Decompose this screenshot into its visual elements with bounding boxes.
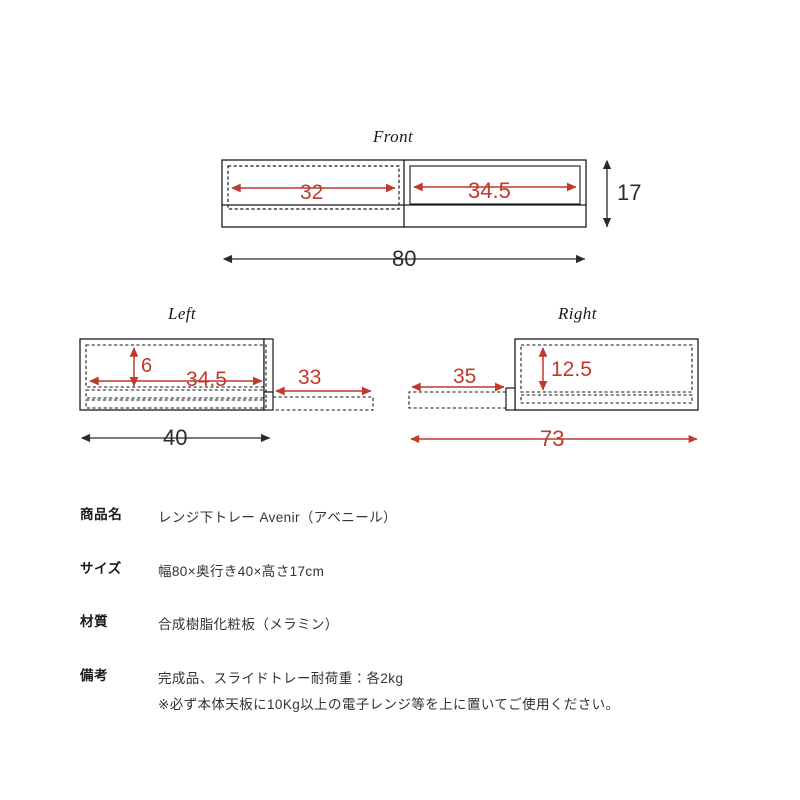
right-view-drawing (408, 338, 699, 444)
dimension-right-slide-extension: 35 (453, 365, 477, 388)
spec-row-label: 備考 (80, 667, 109, 683)
spec-row-value-line: レンジ下トレー Avenir（アベニール） (158, 510, 397, 525)
view-title-left: Left (168, 304, 197, 323)
spec-row-value: 完成品、スライドトレー耐荷重：各2kg ※必ず本体天板に10Kg以上の電子レンジ等… (158, 666, 720, 717)
spec-row-value-line: 合成樹脂化粧板（メラミン） (158, 617, 339, 633)
dimension-right-total-extended: 73 (540, 426, 565, 451)
technical-drawing (79, 159, 699, 444)
spec-row-value: 幅80×奥行き40×高さ17cm (158, 559, 720, 585)
spec-row-value-line: 幅80×奥行き40×高さ17cm (158, 563, 325, 579)
spec-row: 備考 完成品、スライドトレー耐荷重：各2kg ※必ず本体天板に10Kg以上の電子レン… (80, 666, 720, 717)
spec-row: サイズ 幅80×奥行き40×高さ17cm (80, 559, 720, 585)
dimension-left-inner-depth: 34.5 (186, 368, 227, 391)
view-title-front: Front (373, 127, 414, 146)
dimension-left-inner-height: 6 (141, 355, 153, 377)
spec-row-label: 材質 (80, 614, 109, 630)
spec-row-value: レンジ下トレー Avenir（アベニール） (158, 505, 720, 531)
dimension-right-inner-height: 12.5 (551, 358, 592, 381)
dimension-front-height: 17 (617, 180, 642, 205)
dimension-front-inner-left-width: 32 (300, 181, 324, 204)
dimension-left-total-depth: 40 (163, 425, 188, 450)
spec-row-value-line: ※必ず本体天板に10Kg以上の電子レンジ等を上に置いてご使用ください。 (158, 696, 620, 712)
dimension-left-slide-extension: 33 (298, 366, 322, 389)
dimension-front-total-width: 80 (392, 246, 417, 271)
specification-table: 商品名 レンジ下トレー Avenir（アベニール） サイズ 幅80×奥行き40×高さ1… (80, 505, 720, 717)
spec-row-label: サイズ (80, 560, 122, 576)
spec-row-value: 合成樹脂化粧板（メラミン） (158, 612, 720, 638)
spec-row: 商品名 レンジ下トレー Avenir（アベニール） (80, 505, 720, 531)
spec-row-value-line: 完成品、スライドトレー耐荷重：各2kg (158, 670, 404, 686)
left-view-drawing (79, 338, 374, 443)
front-view-drawing (221, 159, 612, 264)
spec-row-label: 商品名 (80, 507, 123, 522)
dimension-front-inner-right-width: 34.5 (468, 178, 511, 203)
spec-row: 材質 合成樹脂化粧板（メラミン） (80, 612, 720, 638)
view-title-right: Right (558, 304, 597, 323)
